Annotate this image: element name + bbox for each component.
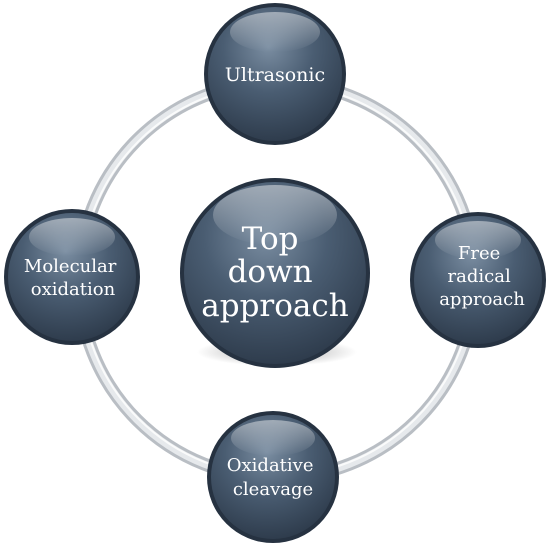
node-label-line: Free (458, 243, 500, 264)
node-label-line: Ultrasonic (225, 64, 325, 86)
center-node: Top down approach (180, 178, 370, 368)
node-molecular-oxidation-label: Molecular oxidation (24, 256, 122, 300)
node-ultrasonic: Ultrasonic (204, 3, 346, 145)
node-label-line: cleavage (233, 479, 313, 500)
node-label-line: approach (439, 289, 525, 310)
node-label-line: radical (448, 266, 511, 287)
center-label-line: down (228, 254, 313, 290)
node-free-radical-label: Free radical approach (439, 243, 525, 310)
node-molecular-oxidation: Molecular oxidation (4, 209, 140, 345)
node-oxidative-cleavage-label: Oxidative cleavage (227, 455, 319, 500)
node-free-radical-approach: Free radical approach (410, 212, 546, 348)
center-label-line: approach (201, 288, 348, 324)
node-ultrasonic-label: Ultrasonic (225, 64, 325, 86)
node-label-line: Molecular (24, 256, 117, 277)
center-node-label: Top down approach (201, 221, 348, 324)
node-oxidative-cleavage: Oxidative cleavage (207, 411, 339, 543)
node-label-line: oxidation (31, 279, 116, 300)
center-label-line: Top (242, 221, 299, 257)
node-label-line: Oxidative (227, 455, 314, 476)
